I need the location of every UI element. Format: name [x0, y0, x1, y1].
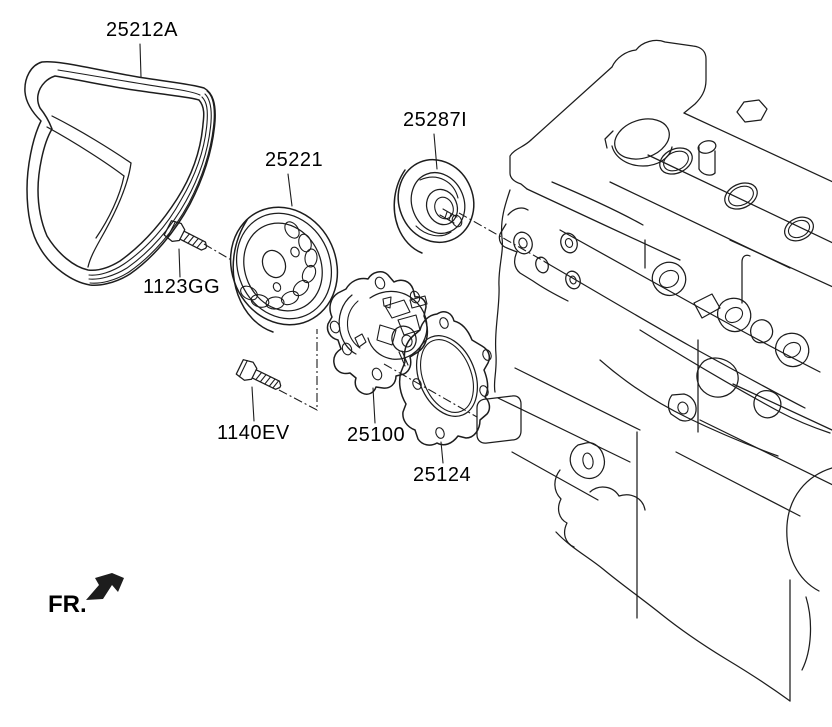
part-label-belt[interactable]: 25212A	[106, 19, 178, 41]
front-direction-arrow-icon	[86, 573, 124, 600]
bolt-1123gg-drawing	[163, 220, 208, 251]
idler-pulley-drawing	[393, 158, 475, 254]
engine-block-drawing	[476, 39, 832, 702]
water-pump-drawing	[326, 271, 429, 395]
front-direction-label: FR.	[48, 591, 87, 618]
label-leader-lines	[139, 43, 444, 464]
pump-pulley-drawing	[229, 206, 339, 333]
part-label-idler[interactable]: 25287I	[403, 109, 468, 131]
part-label-bolt-long[interactable]: 1140EV	[217, 422, 290, 444]
serpentine-belt-drawing	[24, 60, 216, 286]
part-label-gasket[interactable]: 25124	[413, 464, 472, 486]
gasket-drawing	[398, 311, 492, 446]
part-label-bolt-small[interactable]: 1123GG	[143, 276, 221, 298]
assembly-axis-lines	[203, 212, 550, 418]
part-label-water-pump[interactable]: 25100	[347, 424, 406, 446]
part-label-pulley[interactable]: 25221	[265, 149, 324, 171]
bolt-1140ev-drawing	[235, 359, 282, 390]
